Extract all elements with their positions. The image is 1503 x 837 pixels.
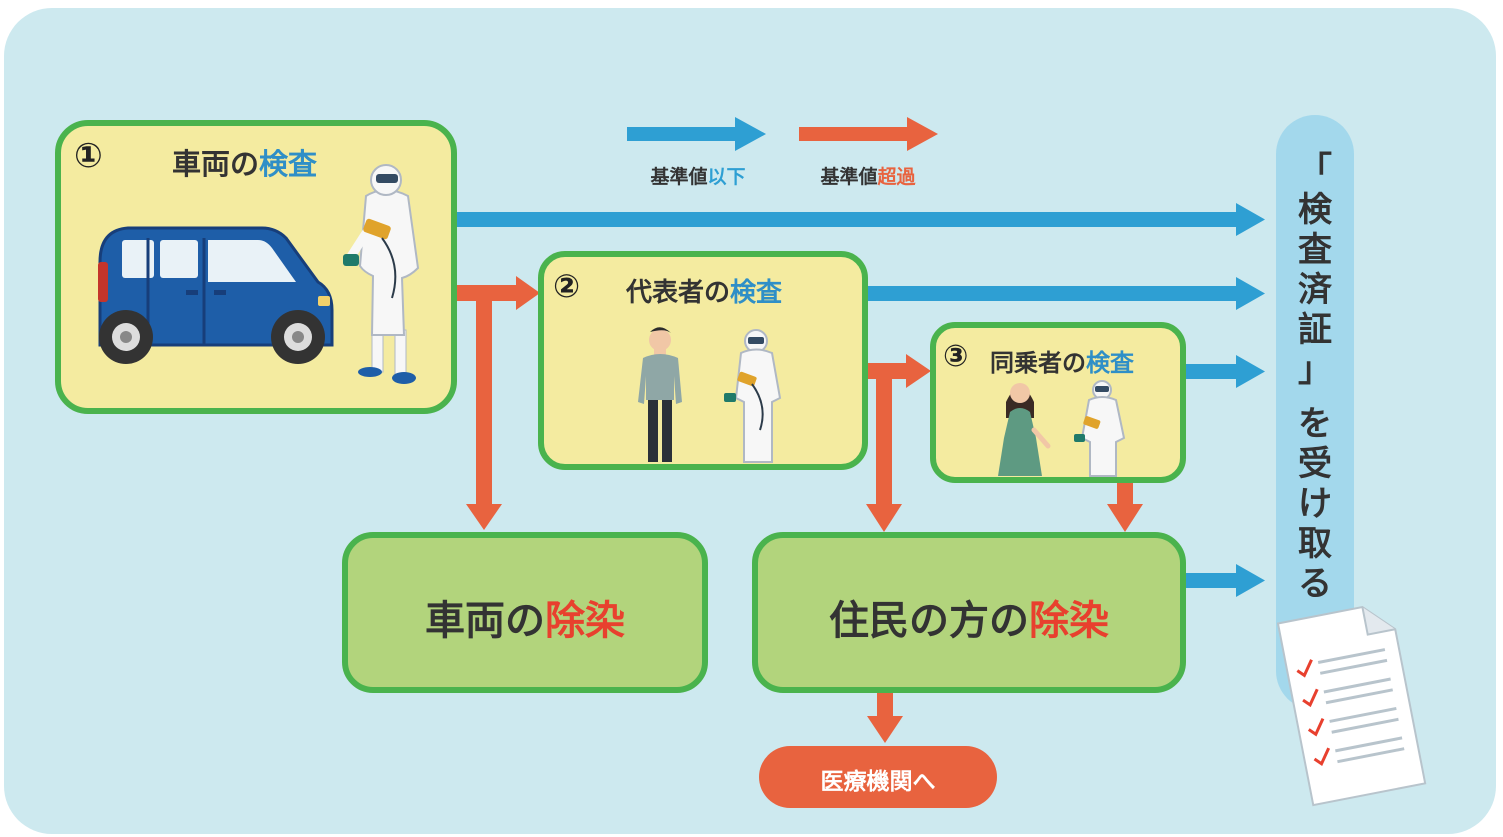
- step2-number: ②: [553, 267, 581, 305]
- certificate-char: 受: [1298, 444, 1332, 484]
- step3-title: 同乗者の検査: [990, 343, 1134, 378]
- step3-number: ③: [943, 339, 969, 374]
- car-illustration: [98, 226, 334, 364]
- inspector-1-illustration: [343, 164, 420, 384]
- arrow-pass-to-certificate: [1185, 355, 1265, 388]
- certificate-document-icon: [1276, 606, 1427, 807]
- step2-panel: [538, 251, 868, 470]
- step1-title-name: 車両の: [172, 147, 260, 181]
- certificate-char: 済: [1298, 270, 1332, 310]
- legend-below-prefix: 基準値: [650, 166, 708, 188]
- step1-number: ①: [74, 136, 103, 176]
- step3-title-action: 検査: [1086, 349, 1134, 377]
- step1-title-action: 検査: [259, 147, 318, 181]
- resident-decon-title: 住民の方の除染: [755, 588, 1183, 646]
- resident-decon-action: 除染: [1029, 598, 1109, 644]
- certificate-char: け: [1298, 484, 1332, 524]
- certificate-column: [1276, 115, 1354, 710]
- legend-below-label: 基準値以下: [624, 162, 772, 189]
- arrow-resident-to-certificate: [1185, 564, 1265, 597]
- representative-illustration: [638, 327, 682, 462]
- legend-red-arrow: [799, 117, 938, 151]
- legend-below-suffix: 以下: [707, 166, 746, 188]
- vehicle-decon-action: 除染: [545, 598, 625, 644]
- inspector-2-illustration: [724, 329, 782, 463]
- certificate-char: る: [1298, 564, 1332, 604]
- legend-above-label: 基準値超過: [794, 162, 942, 189]
- legend-blue-arrow: [627, 117, 766, 151]
- certificate-char: 取: [1298, 524, 1332, 564]
- vehicle-decon-title: 車両の除染: [345, 588, 705, 646]
- legend-above-suffix: 超過: [877, 166, 916, 188]
- vehicle-decon-panel: [342, 532, 708, 693]
- resident-decon-name: 住民の方の: [829, 598, 1029, 644]
- medical-label: 医療機関へ: [820, 769, 936, 795]
- step2-title: 代表者の検査: [626, 272, 782, 309]
- medical-pill: [759, 746, 997, 808]
- step1-title: 車両の検査: [172, 141, 317, 183]
- vehicle-decon-name: 車両の: [425, 598, 545, 644]
- certificate-char: 査: [1298, 230, 1332, 270]
- step2-title-action: 検査: [730, 278, 783, 308]
- arrow-car-to-rep: [456, 276, 540, 310]
- arrow-rep-to-passenger: [868, 354, 931, 388]
- arrow-car-to-certificate: [456, 203, 1265, 236]
- certificate-char: 」: [1298, 350, 1332, 390]
- step2-title-name: 代表者の: [626, 278, 731, 308]
- arrow-car-to-vehicle-decon: [466, 300, 502, 530]
- arrow-rep-to-resident-decon: [866, 378, 902, 532]
- certificate-char: 証: [1298, 310, 1332, 350]
- legend-above-prefix: 基準値: [820, 166, 878, 188]
- certificate-char: 検: [1298, 190, 1332, 230]
- step3-title-name: 同乗者の: [990, 349, 1086, 377]
- inspector-3-illustration: [1074, 380, 1126, 477]
- certificate-text: 「 検 査 済 証 」 を 受 け 取 る: [1276, 150, 1354, 604]
- certificate-char: 「: [1298, 150, 1332, 190]
- arrow-rep-to-certificate: [868, 277, 1265, 310]
- step3-panel: [930, 322, 1186, 483]
- certificate-char: を: [1298, 404, 1332, 444]
- arrow-passenger-to-resident-decon: [1107, 481, 1143, 532]
- arrow-resident-to-medical: [867, 690, 903, 743]
- resident-decon-panel: [752, 532, 1186, 693]
- passenger-illustration: [998, 383, 1051, 476]
